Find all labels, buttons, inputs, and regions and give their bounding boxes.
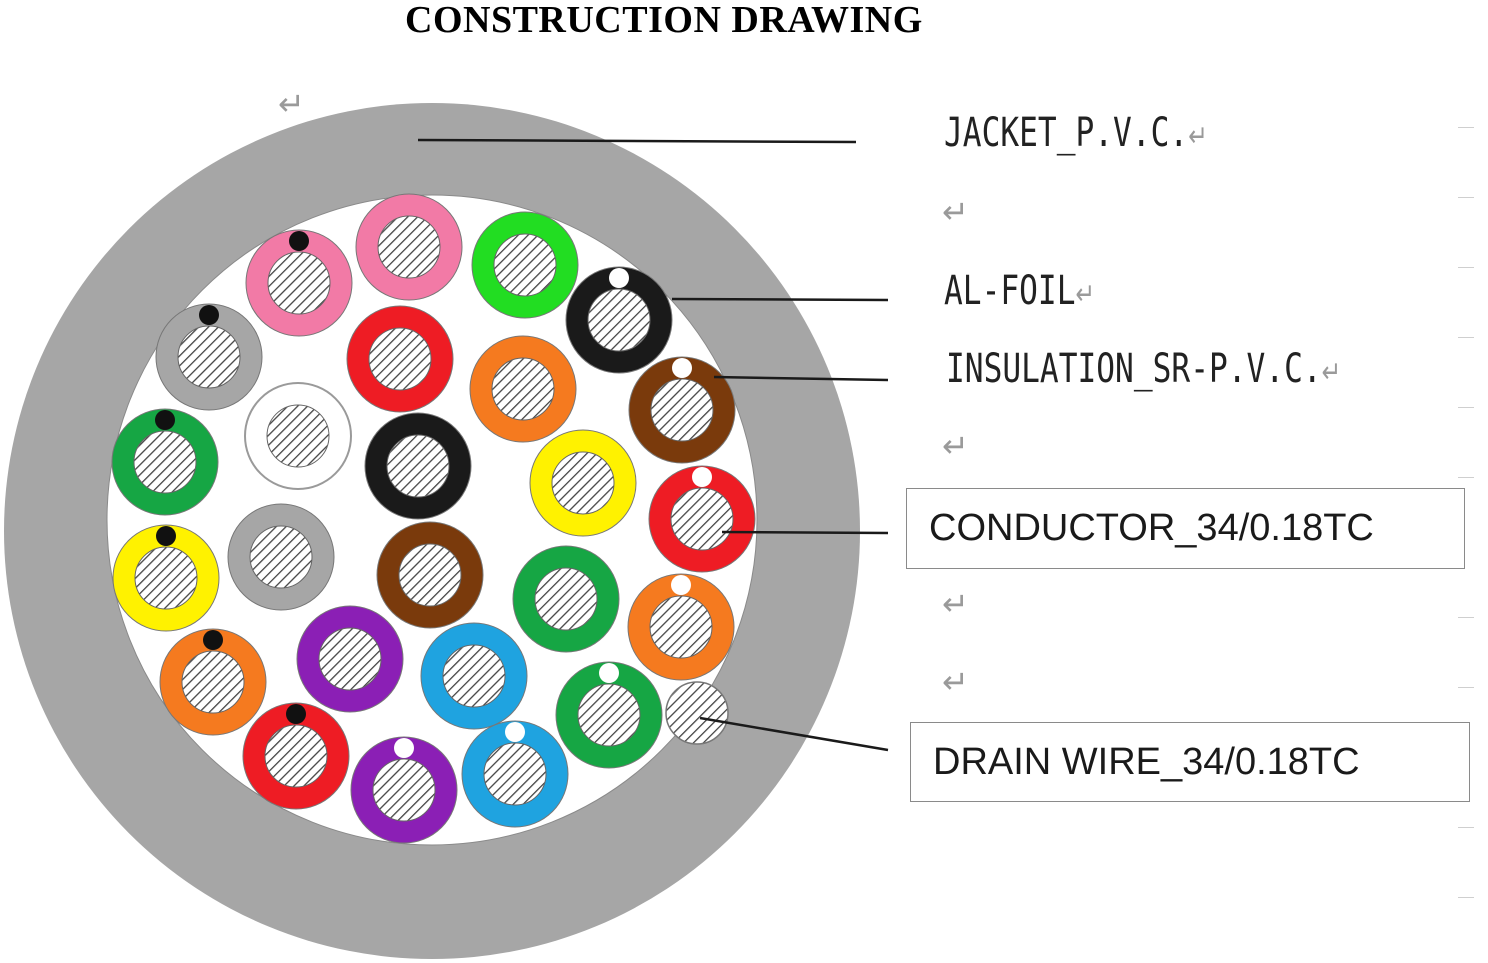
- conductor-core: [249, 525, 313, 589]
- conductor-core: [372, 758, 436, 822]
- conductor-core: [398, 543, 462, 607]
- margin-tick: [1458, 197, 1474, 198]
- label-conductor-box: CONDUCTOR_34/0.18TC: [906, 488, 1465, 569]
- margin-tick: [1458, 127, 1474, 128]
- paragraph-mark: ↵: [942, 193, 969, 231]
- label-jacket: JACKET_P.V.C.↵: [944, 110, 1208, 160]
- paragraph-mark: ↵: [942, 663, 969, 701]
- conductor-core: [318, 627, 382, 691]
- stripe-marker-white: [505, 722, 525, 742]
- conductor-core: [266, 404, 330, 468]
- stripe-marker-black: [156, 526, 176, 546]
- conductor-core: [649, 595, 713, 659]
- conductor-core: [483, 742, 547, 806]
- stripe-marker-black: [199, 305, 219, 325]
- margin-tick: [1458, 477, 1474, 478]
- leader-line-drain-wire: [699, 716, 889, 752]
- stripe-marker-white: [394, 738, 414, 758]
- margin-tick: [1458, 617, 1474, 618]
- leader-line-insulation: [713, 375, 889, 382]
- stripe-marker-white: [672, 358, 692, 378]
- conductor-core: [386, 434, 450, 498]
- leader-line-jacket: [417, 138, 857, 144]
- conductor-core: [377, 215, 441, 279]
- paragraph-mark: ↵: [942, 427, 969, 465]
- conductor-core: [534, 567, 598, 631]
- conductor-core: [670, 487, 734, 551]
- stripe-marker-black: [289, 231, 309, 251]
- stripe-marker-white: [599, 663, 619, 683]
- conductor-core: [491, 357, 555, 421]
- paragraph-mark: ↵: [1321, 355, 1342, 390]
- paragraph-mark: ↵: [278, 85, 305, 123]
- stripe-marker-black: [203, 630, 223, 650]
- stripe-marker-white: [671, 575, 691, 595]
- conductor-core: [267, 251, 331, 315]
- stripe-marker-white: [609, 268, 629, 288]
- margin-tick: [1458, 267, 1474, 268]
- conductor-core: [493, 233, 557, 297]
- leader-line-conductor: [721, 530, 889, 535]
- drain-wire: [665, 681, 729, 745]
- conductor-core: [551, 451, 615, 515]
- paragraph-mark: ↵: [1188, 119, 1208, 154]
- label-jacket-text: JACKET_P.V.C.: [944, 110, 1189, 156]
- paragraph-mark: ↵: [1075, 277, 1096, 312]
- conductor-core: [442, 644, 506, 708]
- label-al-foil-text: AL-FOIL: [944, 268, 1076, 314]
- conductor-core: [577, 683, 641, 747]
- margin-tick: [1458, 897, 1474, 898]
- conductor-core: [587, 288, 651, 352]
- conductor-group: [111, 193, 756, 844]
- stripe-marker-black: [286, 704, 306, 724]
- label-al-foil: AL-FOIL↵: [944, 268, 1095, 318]
- conductor-core: [650, 378, 714, 442]
- paragraph-mark: ↵: [942, 585, 969, 623]
- label-conductor-text: CONDUCTOR_34/0.18TC: [929, 507, 1374, 549]
- label-insulation-text: INSULATION_SR-P.V.C.: [946, 346, 1322, 392]
- conductor-core: [133, 430, 197, 494]
- margin-tick: [1458, 827, 1474, 828]
- margin-tick: [1458, 687, 1474, 688]
- conductor-core: [264, 724, 328, 788]
- margin-tick: [1458, 407, 1474, 408]
- label-drain-wire-text: DRAIN WIRE_34/0.18TC: [933, 741, 1360, 783]
- conductor-core: [134, 546, 198, 610]
- page-title: CONSTRUCTION DRAWING: [405, 0, 923, 41]
- conductor-core: [368, 327, 432, 391]
- conductor-core: [177, 325, 241, 389]
- leader-line-al-foil: [671, 297, 889, 302]
- conductor-core: [181, 650, 245, 714]
- label-drain-wire-box: DRAIN WIRE_34/0.18TC: [910, 722, 1470, 802]
- label-insulation: INSULATION_SR-P.V.C.↵: [946, 346, 1341, 396]
- stripe-marker-white: [692, 467, 712, 487]
- stripe-marker-black: [155, 410, 175, 430]
- margin-tick: [1458, 337, 1474, 338]
